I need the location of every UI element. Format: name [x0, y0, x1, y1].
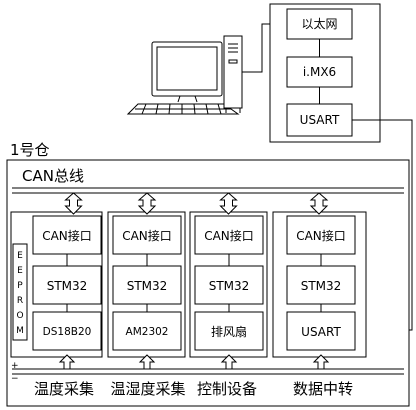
relay-usart-box [286, 311, 356, 351]
network-stack: 以太网 i.MX6 USART [269, 3, 381, 143]
imx6-label: i.MX6 [303, 65, 336, 79]
net-usart-label: USART [300, 113, 340, 127]
warehouse-title: 1号仓 [10, 141, 50, 159]
can-interface-label: CAN接口 [122, 228, 172, 243]
can-interface-label: CAN接口 [296, 228, 346, 243]
module-caption: 温湿度采集 [110, 380, 185, 398]
can-interface-box [194, 215, 264, 255]
sensor-box [32, 311, 102, 351]
can-interface-box [32, 215, 102, 255]
can-bus-label: CAN总线 [22, 167, 84, 185]
net-usart-box [286, 103, 353, 137]
module-relay: CAN接口 STM32 USART 数据中转 [272, 192, 367, 398]
mcu-box [286, 265, 356, 305]
mcu-label: STM32 [47, 279, 88, 293]
module-temperature: CAN接口 STM32 DS18B20 E E P R O M 温度采集 [10, 192, 103, 398]
can-interface-label: CAN接口 [42, 228, 92, 243]
module-control: CAN接口 STM32 排风扇 控制设备 [189, 192, 268, 398]
module-caption: 控制设备 [197, 380, 257, 398]
eeprom-letter: R [17, 296, 23, 306]
sensor-label: DS18B20 [43, 326, 92, 338]
eeprom-letter: E [17, 251, 23, 261]
can-interface-box [112, 215, 182, 255]
power-connector-arrow [220, 354, 238, 370]
mcu-label: STM32 [209, 279, 250, 293]
bus-connector-arrow [64, 192, 83, 215]
ethernet-box [286, 8, 353, 40]
can-interface-box [286, 215, 356, 255]
power-minus-label: − [11, 374, 19, 384]
mcu-box [32, 265, 102, 305]
can-interface-label: CAN接口 [204, 228, 254, 243]
eeprom-letter: O [16, 311, 23, 321]
bus-connector-arrow [309, 192, 329, 215]
bus-connector-arrow [219, 192, 238, 215]
module-caption: 温度采集 [34, 380, 94, 398]
sensor-box [112, 311, 182, 351]
relay-usart-label: USART [301, 325, 341, 339]
mcu-box [112, 265, 182, 305]
mcu-box [194, 265, 264, 305]
mcu-label: STM32 [301, 279, 342, 293]
power-connector-arrow [138, 354, 156, 370]
actuator-box [194, 311, 264, 351]
ethernet-label: 以太网 [301, 16, 337, 31]
module-caption: 数据中转 [293, 380, 353, 398]
mcu-label: STM32 [127, 279, 168, 293]
power-connector-arrow [58, 354, 76, 370]
actuator-label: 排风扇 [211, 324, 247, 339]
eeprom-letter: M [16, 326, 24, 336]
power-connector-arrow [312, 354, 330, 370]
eeprom-letter: P [17, 281, 23, 291]
bus-connector-arrow [137, 192, 157, 215]
module-humidity: CAN接口 STM32 AM2302 温湿度采集 [107, 192, 186, 398]
sensor-label: AM2302 [126, 326, 169, 338]
eeprom-chip [12, 243, 28, 341]
power-plus-label: + [11, 361, 19, 371]
eeprom-letter: E [17, 266, 23, 276]
computer-icon [126, 35, 243, 115]
